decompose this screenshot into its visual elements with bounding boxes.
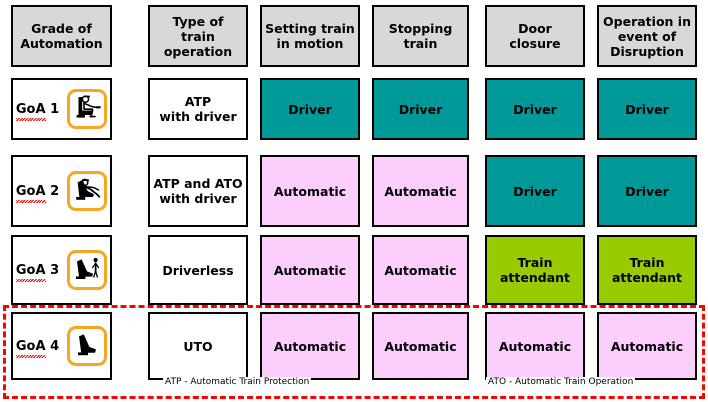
cell-stopping-row-1: Driver [372, 78, 469, 140]
grade-label-2: GoA 2 [15, 183, 60, 203]
footnote-ato: ATO - Automatic Train Operation [486, 377, 636, 387]
grade-cell-row-3: GoA 3 [11, 235, 112, 305]
driver-seated-reclined-icon [67, 171, 108, 211]
cell-disruption-row-4: Automatic [597, 312, 697, 380]
footnote-atp: ATP - Automatic Train Protection [163, 377, 312, 387]
cell-door-row-1: Driver [485, 78, 585, 140]
cell-disruption-row-2: Driver [597, 155, 697, 227]
cell-stopping-row-3: Automatic [372, 235, 469, 305]
grade-prefix-misspelled: GoA [15, 183, 46, 203]
cell-door-row-4: Automatic [485, 312, 585, 380]
grade-cell-row-2: GoA 2 [11, 155, 112, 227]
grade-label-4: GoA 4 [15, 338, 60, 358]
grade-label-1: GoA 1 [15, 101, 60, 121]
grade-cell-row-4: GoA 4 [11, 312, 112, 380]
driver-seated-operating-icon [67, 89, 108, 129]
grade-prefix-misspelled: GoA [15, 262, 46, 282]
cell-type-row-3: Driverless [148, 235, 248, 305]
grade-number: 2 [45, 183, 60, 199]
grade-number: 3 [45, 262, 60, 278]
cell-setting-row-3: Automatic [260, 235, 360, 305]
cell-stopping-row-4: Automatic [372, 312, 469, 380]
cell-door-row-2: Driver [485, 155, 585, 227]
cell-disruption-row-1: Driver [597, 78, 697, 140]
grade-prefix-misspelled: GoA [15, 101, 46, 121]
grade-cell-row-1: GoA 1 [11, 78, 112, 140]
grade-label-3: GoA 3 [15, 262, 60, 282]
cell-stopping-row-2: Automatic [372, 155, 469, 227]
grade-number: 1 [45, 101, 60, 117]
empty-seat-with-standing-attendant-icon [67, 250, 108, 290]
grade-prefix-misspelled: GoA [15, 338, 46, 358]
empty-seat-icon [67, 326, 108, 366]
cell-setting-row-2: Automatic [260, 155, 360, 227]
cell-setting-row-4: Automatic [260, 312, 360, 380]
cell-setting-row-1: Driver [260, 78, 360, 140]
grade-number: 4 [45, 338, 60, 354]
cell-type-row-4: UTO [148, 312, 248, 380]
